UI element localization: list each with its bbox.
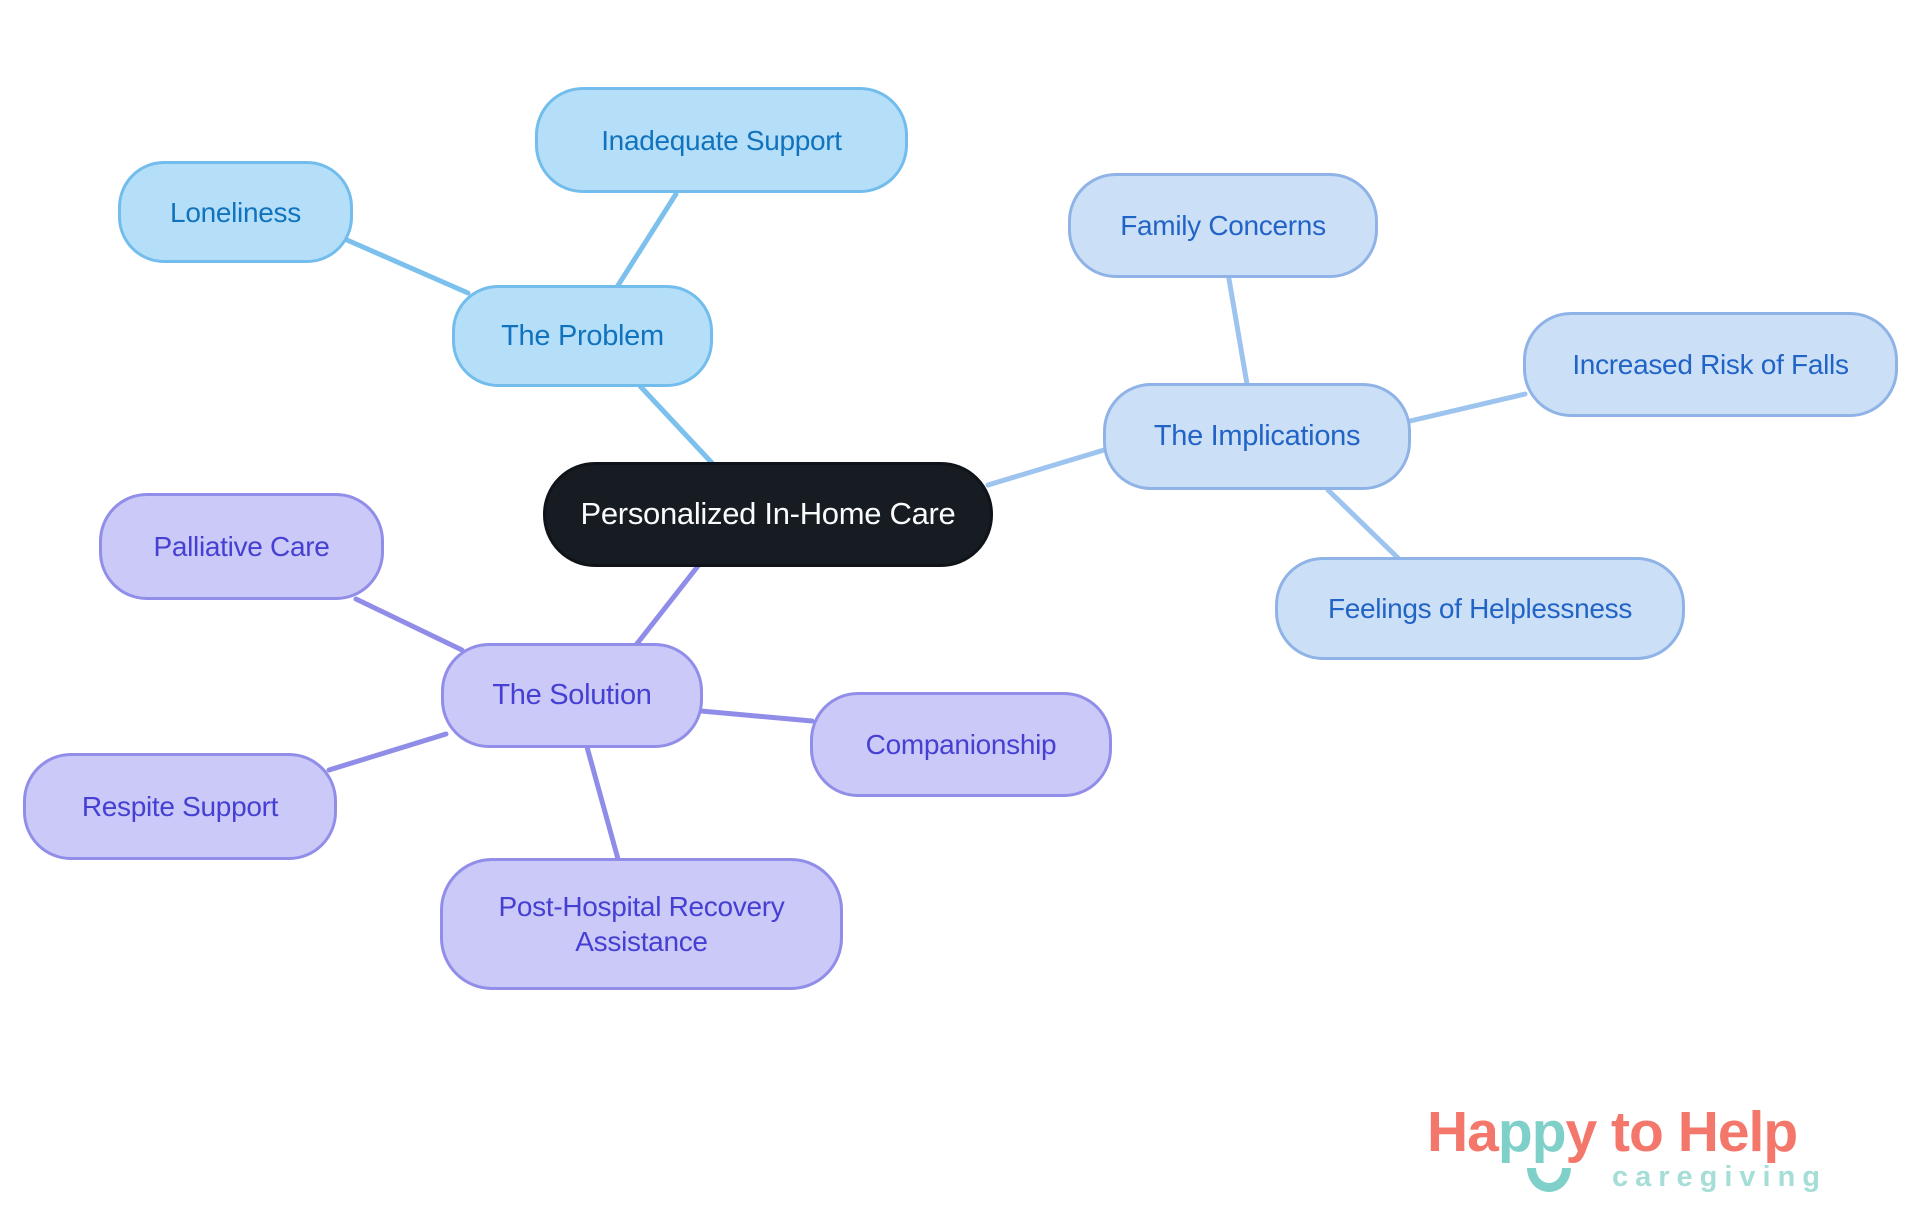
node-label-problem: The Problem [501, 319, 664, 352]
node-respite[interactable]: Respite Support [23, 753, 337, 860]
node-label-family: Family Concerns [1120, 210, 1326, 241]
node-central[interactable]: Personalized In-Home Care [543, 462, 993, 567]
wordmark-segment-1: pp [1497, 1100, 1567, 1164]
node-family[interactable]: Family Concerns [1068, 173, 1378, 278]
node-label-loneliness: Loneliness [170, 196, 301, 228]
edge-solution-posthospital [584, 744, 621, 862]
node-label-implications: The Implications [1153, 420, 1361, 453]
node-solution[interactable]: The Solution [441, 643, 703, 748]
edge-implications-falls [1407, 391, 1528, 424]
node-label-respite: Respite Support [81, 791, 279, 822]
node-companionship[interactable]: Companionship [810, 692, 1112, 797]
smile-icon [1527, 1168, 1571, 1192]
edge-palliative-solution [353, 596, 465, 653]
edge-implications-helplessness [1325, 487, 1401, 561]
edge-family-implications [1226, 276, 1250, 387]
edge-respite-solution [326, 731, 449, 773]
node-label-central: Personalized In-Home Care [580, 496, 956, 532]
edge-problem-central [637, 383, 715, 466]
node-problem[interactable]: The Problem [452, 285, 713, 387]
wordmark-segment-2: y to Help [1565, 1100, 1799, 1164]
node-palliative[interactable]: Palliative Care [99, 493, 384, 600]
brand-logo: Happy to Help caregiving [1427, 1104, 1879, 1208]
node-loneliness[interactable]: Loneliness [118, 161, 353, 263]
node-implications[interactable]: The Implications [1103, 383, 1411, 490]
node-falls[interactable]: Increased Risk of Falls [1523, 312, 1898, 417]
node-label-helplessness: Feelings of Helplessness [1327, 593, 1633, 624]
edge-loneliness-problem [344, 237, 471, 296]
edge-solution-companionship [698, 708, 815, 724]
brand-wordmark: Happy to Help [1427, 1104, 1879, 1192]
node-posthospital[interactable]: Post-Hospital Recovery Assistance [440, 858, 843, 990]
node-label-palliative: Palliative Care [153, 531, 330, 562]
node-label-falls: Increased Risk of Falls [1572, 349, 1849, 380]
node-inadequate[interactable]: Inadequate Support [535, 87, 908, 193]
wordmark-segment-0: Ha [1427, 1100, 1499, 1164]
node-label-inadequate: Inadequate Support [601, 124, 842, 156]
brand-tagline: caregiving [1611, 1161, 1827, 1193]
node-label-posthospital: Post-Hospital Recovery Assistance [498, 891, 785, 957]
node-label-solution: The Solution [492, 679, 652, 712]
edge-central-solution [633, 563, 701, 648]
edge-inadequate-problem [614, 191, 679, 290]
node-label-companionship: Companionship [865, 729, 1057, 760]
edge-central-implications [985, 447, 1107, 488]
node-helplessness[interactable]: Feelings of Helplessness [1275, 557, 1685, 660]
